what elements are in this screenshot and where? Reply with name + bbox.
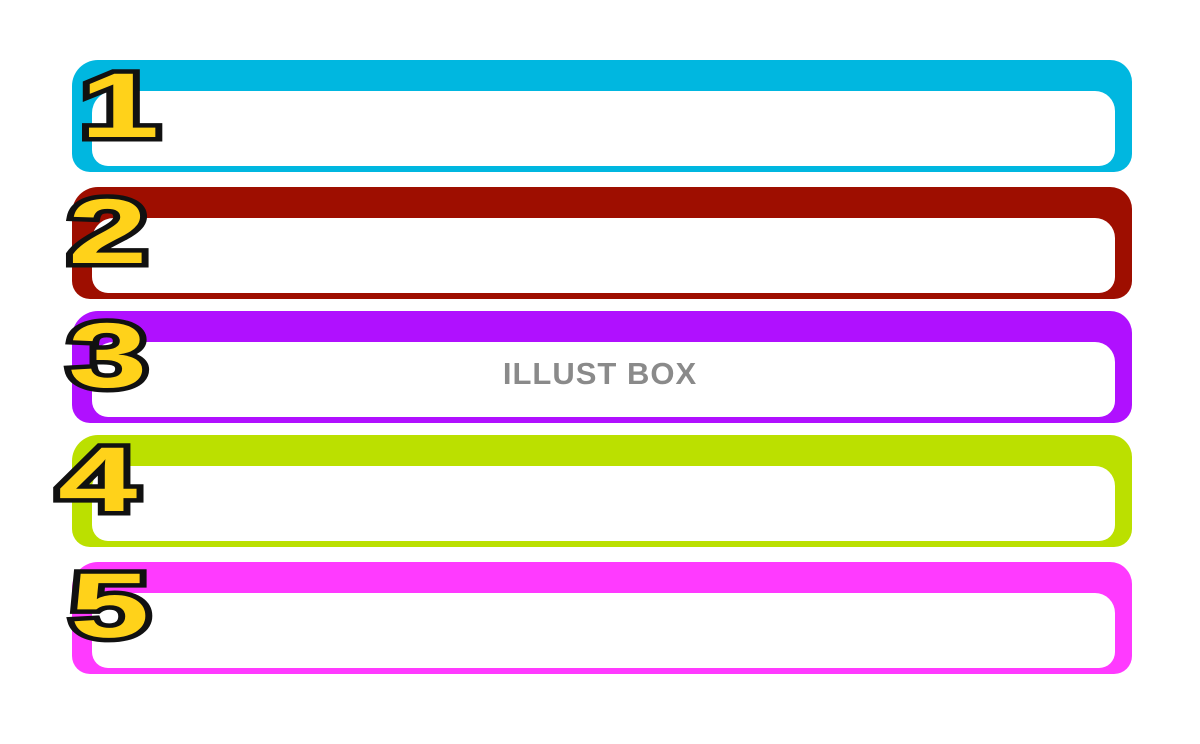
number-label: 5 [63,555,156,657]
frame-4 [72,435,1132,547]
frame-content-area [92,342,1115,417]
frame-3 [72,311,1132,423]
frame-content-area [92,593,1115,668]
frame-content-area [92,218,1115,293]
number-label: 1 [73,55,166,157]
frame-2 [72,187,1132,299]
frame-5 [72,562,1132,674]
number-label: 2 [61,181,154,283]
number-label: 4 [51,429,144,531]
watermark: ILLUST BOX [502,356,698,391]
number-label: 3 [61,305,154,407]
frame-content-area [92,466,1115,541]
frame-1 [72,60,1132,172]
frame-content-area [92,91,1115,166]
